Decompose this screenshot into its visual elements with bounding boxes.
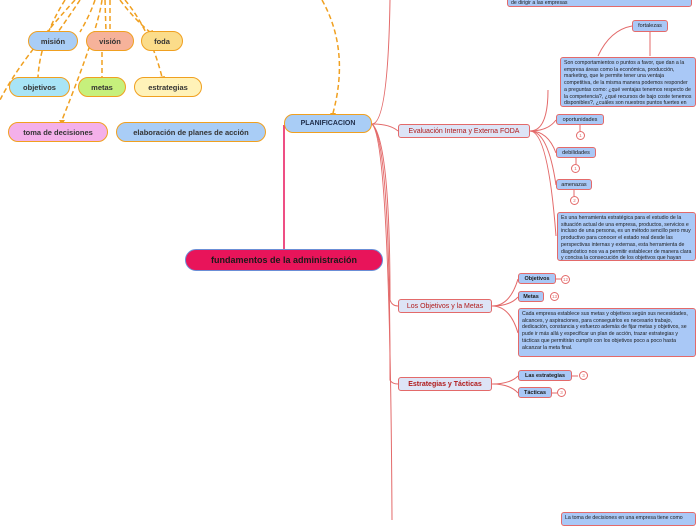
vision-node[interactable]: visión [86, 31, 134, 51]
opportunities-node[interactable]: oportunidades [556, 114, 604, 125]
strategies-leaf-node[interactable]: Las estrategias [518, 370, 572, 381]
goals-node[interactable]: metas [78, 77, 126, 97]
goals-leaf-label: Metas [523, 293, 539, 300]
planning-node[interactable]: PLANIFICACION [284, 114, 372, 133]
root-topic-node[interactable]: fundamentos de la administración [185, 249, 383, 271]
vision-label: visión [99, 36, 121, 46]
top-text-fragment: de dirigir a las empresas [507, 0, 692, 7]
weaknesses-count-badge[interactable]: 1 [571, 164, 580, 173]
opportunities-label: oportunidades [562, 116, 598, 123]
foda-description: Es una herramienta estratégica para el e… [557, 212, 696, 261]
objectives-count-badge[interactable]: 12 [561, 275, 570, 284]
objectives-goals-branch-label: Los Objetivos y la Metas [406, 302, 484, 310]
weaknesses-label: debilidades [562, 149, 590, 156]
objectives-node[interactable]: objetivos [9, 77, 70, 97]
threats-count-badge[interactable]: 2 [570, 196, 579, 205]
strengths-label: fortalezas [638, 23, 662, 29]
mission-label: misión [40, 36, 66, 46]
planning-label: PLANIFICACION [300, 120, 356, 127]
mission-node[interactable]: misión [28, 31, 78, 51]
goals-count-badge[interactable]: 13 [550, 292, 559, 301]
foda-node[interactable]: foda [141, 31, 183, 51]
objectives-leaf-label: Objetivos [524, 275, 550, 282]
decision-making-node[interactable]: toma de decisiones [8, 122, 108, 142]
strategies-tactics-branch-node[interactable]: Estrategias y Tácticas [398, 377, 492, 391]
foda-branch-node[interactable]: Evaluación Interna y Externa FODA [398, 124, 530, 138]
threats-label: amenazas [561, 181, 587, 188]
goals-label: metas [91, 82, 113, 92]
strategies-node[interactable]: estrategias [134, 77, 202, 97]
weaknesses-node[interactable]: debilidades [556, 147, 596, 158]
threats-node[interactable]: amenazas [556, 179, 592, 190]
strategies-label: estrategias [148, 82, 188, 92]
objectives-goals-description: Cada empresa establece sus metas y objet… [518, 308, 696, 357]
strategies-leaf-label: Las estrategias [524, 372, 566, 379]
strengths-node[interactable]: fortalezas [632, 20, 668, 32]
decision-making-label: toma de decisiones [23, 127, 93, 137]
decision-making-text-fragment: La toma de decisiones en una empresa tie… [561, 512, 696, 526]
goals-leaf-node[interactable]: Metas [518, 291, 544, 302]
action-plans-label: elaboración de planes de acción [133, 127, 249, 137]
strengths-description: Son comportamientos o puntos a favor, qu… [560, 57, 696, 107]
objectives-goals-branch-node[interactable]: Los Objetivos y la Metas [398, 299, 492, 313]
strategies-count-badge[interactable]: 3 [579, 371, 588, 380]
objectives-leaf-node[interactable]: Objetivos [518, 273, 556, 284]
tactics-count-badge[interactable]: 3 [557, 388, 566, 397]
action-plans-node[interactable]: elaboración de planes de acción [116, 122, 266, 142]
objectives-label: objetivos [23, 82, 56, 92]
opportunities-count-badge[interactable]: 1 [576, 131, 585, 140]
tactics-leaf-label: Tácticas [523, 389, 546, 396]
tactics-leaf-node[interactable]: Tácticas [518, 387, 552, 398]
strategies-tactics-branch-label: Estrategias y Tácticas [408, 380, 482, 388]
foda-label: foda [154, 36, 170, 46]
foda-branch-label: Evaluación Interna y Externa FODA [408, 127, 520, 135]
root-topic-label: fundamentos de la administración [210, 255, 358, 265]
